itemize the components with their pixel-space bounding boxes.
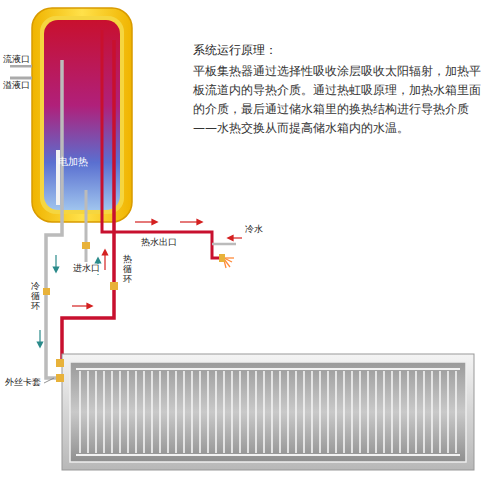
- tank-ports: [10, 66, 32, 78]
- port-label: 溢液口: [2, 81, 31, 91]
- flat-plate-collector: [56, 354, 474, 470]
- port-label: 流液口: [2, 55, 31, 65]
- shower-spray: [224, 258, 234, 268]
- inlet-pipe: [82, 190, 98, 275]
- note-heading: 系统运行原理：: [193, 44, 277, 57]
- note-text: 平板集热器通过选择性吸收涂层吸收太阳辐射，加热平板流道内的导热介质。通过热虹吸原…: [193, 62, 483, 138]
- water-tank: [32, 8, 132, 222]
- water-label: 冷水: [244, 225, 264, 235]
- fitting-label: 外丝卡套: [4, 378, 42, 388]
- circuit-label: 冷循环: [30, 282, 41, 312]
- outlet-label: 热水出口: [140, 238, 178, 248]
- leader-line: [44, 378, 54, 383]
- circuit-label: 热循环: [122, 255, 133, 285]
- heater-label: 电加热: [58, 155, 134, 169]
- port-label: 进水口: [72, 264, 101, 274]
- tank-interior: 电加热: [44, 150, 120, 210]
- cold-circuit-pipe: [40, 60, 62, 378]
- hot-circuit-pipe: [62, 40, 118, 362]
